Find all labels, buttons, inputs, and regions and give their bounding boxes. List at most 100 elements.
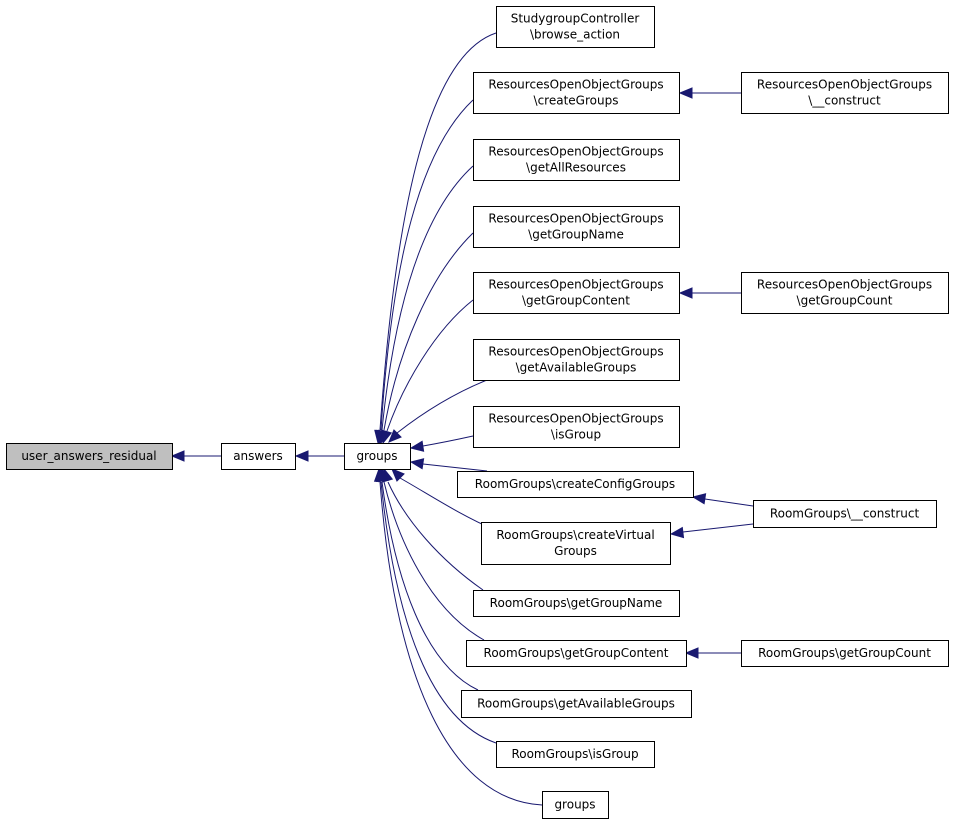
node-label: RoomGroups\getGroupContent	[484, 646, 669, 660]
node-label: \getGroupContent	[522, 294, 630, 308]
node-label: Groups	[554, 544, 597, 558]
node-sg_browse[interactable]: StudygroupController \browse_action	[496, 6, 655, 48]
arrowhead	[678, 287, 693, 299]
node-label: RoomGroups\createConfigGroups	[475, 477, 675, 491]
edge-line	[379, 481, 543, 806]
node-label: \isGroup	[551, 428, 601, 442]
arrowhead	[409, 440, 425, 452]
edge-line	[387, 481, 484, 591]
edge-rog_create-to-groups	[375, 99, 474, 445]
node-box	[496, 6, 655, 48]
node-rog_groupcount[interactable]: ResourcesOpenObjectGroups\getGroupCount	[741, 272, 949, 314]
node-box	[344, 443, 411, 470]
edge-line	[380, 481, 497, 744]
edges	[170, 32, 754, 806]
node-box	[457, 471, 694, 498]
edge-rog_groupname-to-groups	[377, 232, 474, 445]
edge-line	[682, 523, 754, 533]
node-rog_create[interactable]: ResourcesOpenObjectGroups \createGroups	[473, 72, 680, 114]
node-box	[741, 640, 949, 667]
node-rog_available[interactable]: ResourcesOpenObjectGroups\getAvailableGr…	[473, 339, 680, 381]
arrowhead	[691, 493, 707, 505]
node-box	[473, 339, 680, 381]
edge-rog_available-to-groups	[388, 379, 488, 443]
node-rg_available[interactable]: RoomGroups\getAvailableGroups	[461, 690, 692, 718]
node-label: answers	[233, 449, 283, 463]
node-box	[741, 72, 949, 114]
node-label: \getAvailableGroups	[516, 361, 637, 375]
node-box	[753, 500, 937, 528]
node-rog_groupname[interactable]: ResourcesOpenObjectGroups \getGroupName	[473, 206, 680, 248]
node-label: StudygroupController	[511, 12, 640, 26]
edge-line	[422, 435, 474, 447]
edge-rog_groupcount-to-rog_groupcontent	[678, 287, 741, 299]
node-label: RoomGroups\getGroupCount	[758, 646, 931, 660]
edge-line	[379, 32, 497, 431]
arrowhead	[373, 467, 386, 482]
node-box	[542, 791, 609, 819]
edge-line	[380, 99, 474, 431]
node-groups[interactable]: groups	[344, 443, 411, 470]
edge-rg_construct-to-rg_createvirtual	[669, 523, 754, 539]
node-label: RoomGroups\isGroup	[511, 747, 638, 761]
node-box	[741, 272, 949, 314]
arrowhead	[684, 647, 699, 659]
node-box	[473, 72, 680, 114]
node-groups2[interactable]: groups	[542, 791, 609, 819]
node-box	[466, 640, 687, 667]
arrowhead	[391, 468, 405, 482]
edge-line	[381, 165, 474, 431]
node-box	[496, 741, 655, 768]
node-box	[473, 206, 680, 248]
node-rg_construct[interactable]: RoomGroups\__construct	[753, 500, 937, 528]
node-rg_groupname[interactable]: RoomGroups\getGroupName	[473, 590, 680, 617]
node-rog_construct[interactable]: ResourcesOpenObjectGroups\__construct	[741, 72, 949, 114]
node-box	[221, 443, 296, 470]
edge-rg_groupcount-to-rg_groupcontent	[684, 647, 741, 659]
node-answers[interactable]: answers	[221, 443, 296, 470]
node-rg_isgroup[interactable]: RoomGroups\isGroup	[496, 741, 655, 768]
edge-rog_construct-to-rog_create	[678, 87, 741, 99]
edge-rg_available-to-groups	[376, 467, 479, 691]
edge-rog_groupcontent-to-groups	[381, 299, 474, 445]
node-label: groups	[356, 449, 397, 463]
edge-answers-to-user_answers_residual	[170, 450, 221, 462]
node-rog_groupcontent[interactable]: ResourcesOpenObjectGroups \getGroupConten…	[473, 272, 680, 314]
node-label: ResourcesOpenObjectGroups	[488, 412, 663, 426]
node-rog_allres[interactable]: ResourcesOpenObjectGroups\getAllResource…	[473, 139, 680, 181]
node-label: \createGroups	[534, 94, 619, 108]
node-label: \browse_action	[530, 28, 620, 42]
node-label: user_answers_residual	[21, 449, 156, 463]
edge-groups-to-answers	[294, 450, 344, 462]
edge-line	[396, 379, 488, 434]
node-label: \getGroupName	[528, 228, 624, 242]
arrowhead	[669, 526, 685, 539]
node-box	[473, 406, 680, 448]
arrowhead	[294, 450, 309, 462]
node-rg_createconfig[interactable]: RoomGroups\createConfigGroups	[457, 471, 694, 498]
node-label: RoomGroups\__construct	[770, 507, 920, 521]
edge-line	[704, 498, 754, 507]
node-label: ResourcesOpenObjectGroups	[488, 278, 663, 292]
edge-rg_createconfig-to-groups	[409, 458, 488, 472]
node-label: ResourcesOpenObjectGroups	[488, 212, 663, 226]
edge-rog_isgroup-to-groups	[409, 435, 474, 452]
edge-line	[422, 463, 488, 472]
node-rog_isgroup[interactable]: ResourcesOpenObjectGroups \isGroup	[473, 406, 680, 448]
node-box	[461, 690, 692, 718]
node-user_answers_residual[interactable]: user_answers_residual	[6, 443, 173, 470]
arrowhead	[170, 450, 185, 462]
edge-line	[383, 481, 485, 641]
node-box	[481, 522, 671, 565]
edge-line	[381, 481, 479, 691]
node-box	[473, 590, 680, 617]
node-label: groups	[554, 798, 595, 812]
arrowhead	[409, 458, 425, 470]
node-rg_groupcount[interactable]: RoomGroups\getGroupCount	[741, 640, 949, 667]
arrowhead	[381, 429, 393, 445]
node-label: ResourcesOpenObjectGroups	[488, 78, 663, 92]
node-rg_groupcontent[interactable]: RoomGroups\getGroupContent	[466, 640, 687, 667]
node-label: RoomGroups\getGroupName	[490, 596, 663, 610]
